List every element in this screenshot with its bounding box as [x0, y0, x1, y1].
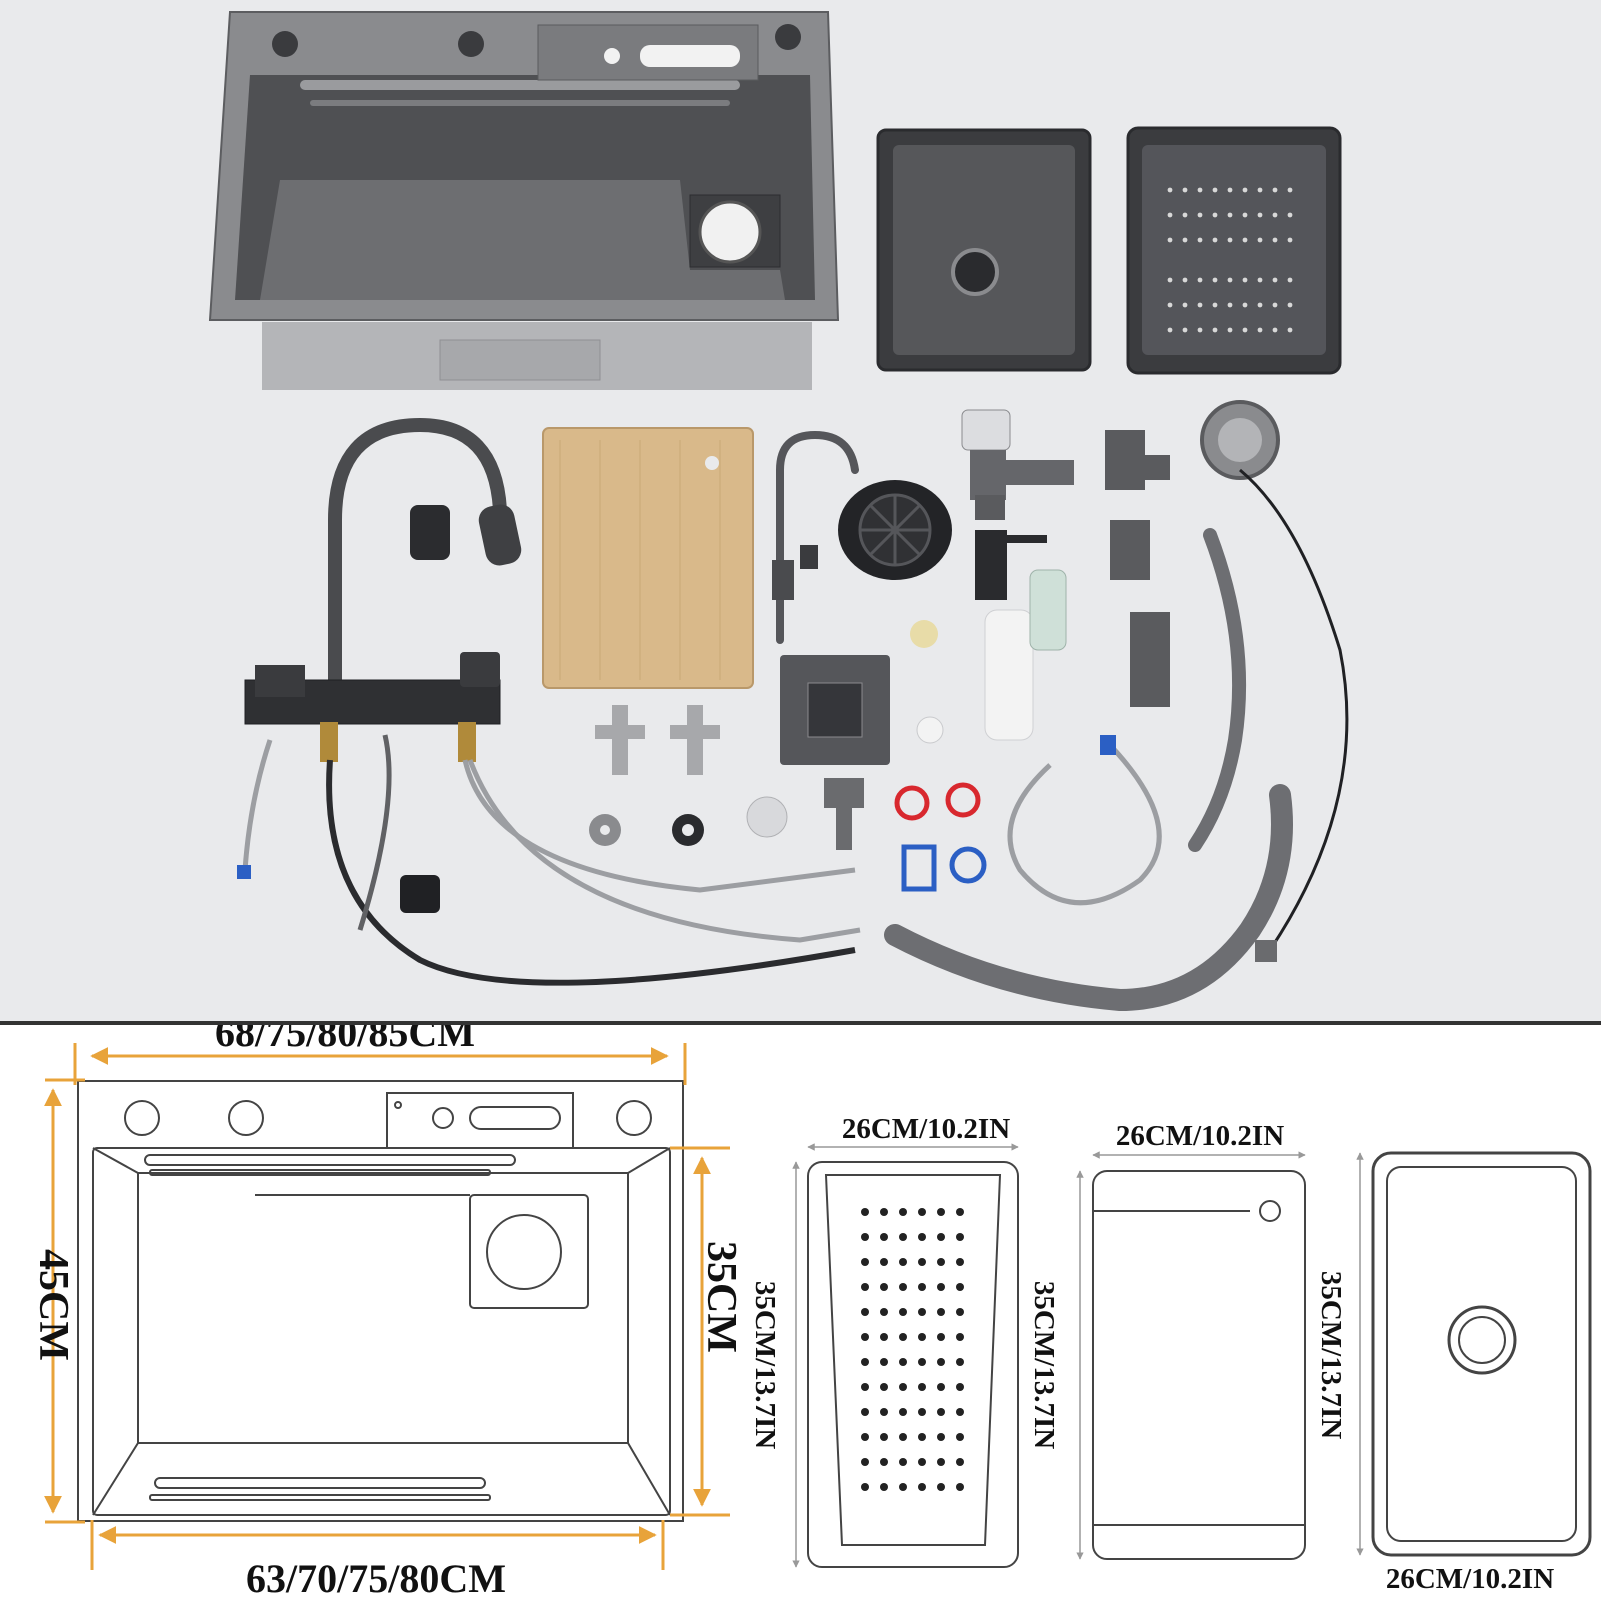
outer-depth-dimension: 45CM	[30, 1078, 85, 1524]
main-sink-photo	[208, 11, 840, 390]
hoses-photo	[884, 528, 1293, 1012]
small-basin-photo	[876, 128, 1092, 372]
drain-basket-width-label: 26CM/10.2IN	[842, 1113, 1010, 1145]
red-o-ring-1	[894, 785, 930, 821]
faucet-hole-1	[272, 31, 298, 57]
drain-basket-photo	[1126, 126, 1342, 375]
drain-basket-height-label: 35CM/13.7IN	[749, 1281, 781, 1449]
cup-rinser-photo	[838, 480, 952, 580]
diagram-knife-holder	[386, 1092, 574, 1149]
blue-o-ring	[949, 846, 987, 884]
soap-dispenser-photo	[975, 530, 1067, 741]
diagram-basin-drain	[1447, 1305, 1517, 1375]
small-basin-diagram: 35CM/13.7IN 26CM/10.2IN	[1315, 1151, 1592, 1595]
cup-rinser-recess	[698, 200, 762, 264]
top-width-label: 68/75/80/85CM	[215, 1025, 475, 1055]
cutting-board-diagram: 26CM/10.2IN 35CM/13.7IN	[1028, 1120, 1306, 1560]
main-sink-rim	[92, 1147, 671, 1516]
bottom-width-dimension: 63/70/75/80CM	[90, 1520, 665, 1601]
blue-rect-gasket	[901, 844, 937, 892]
top-width-dimension: 68/75/80/85CM	[73, 1025, 687, 1085]
small-parts-photo	[589, 620, 987, 892]
main-sink-top-deck	[77, 1080, 684, 1522]
drain-basket-diagram: 26CM/10.2IN 35CM/13.7IN	[749, 1113, 1019, 1568]
board-hang-hole	[705, 456, 719, 470]
flange-icon	[746, 796, 788, 838]
diagram-faucet-hole-2	[228, 1100, 264, 1136]
diagram-faucet-hole-1	[124, 1100, 160, 1136]
waterfall-faucet-photo	[237, 417, 861, 986]
faucet-hole-2	[458, 31, 484, 57]
kit-components-photo	[0, 0, 1601, 1025]
inner-depth-label: 35CM	[698, 1241, 744, 1353]
diagram-board-hole	[1259, 1200, 1281, 1222]
bottom-width-label: 63/70/75/80CM	[246, 1556, 506, 1601]
cutting-board-width-label: 26CM/10.2IN	[1116, 1120, 1284, 1152]
small-basin-width-label: 26CM/10.2IN	[1386, 1563, 1554, 1595]
cutting-board-photo	[542, 427, 754, 689]
drain-fittings-photo	[961, 400, 1349, 962]
faucet-hole-3	[775, 24, 801, 50]
drinking-tap-photo	[772, 430, 859, 644]
dimension-diagram: 68/75/80/85CM 63/70/75/80CM 45CM 35CM	[30, 1025, 1592, 1601]
photo-divider	[0, 1021, 1601, 1025]
basin-drain-icon	[951, 248, 999, 296]
inner-depth-dimension: 35CM	[670, 1146, 744, 1517]
cutting-board-height-label: 35CM/13.7IN	[1028, 1281, 1060, 1449]
main-sink-diagram	[77, 1080, 684, 1522]
red-o-ring-2	[945, 782, 981, 818]
small-basin-height-label: 35CM/13.7IN	[1315, 1271, 1347, 1439]
outer-depth-label: 45CM	[30, 1249, 76, 1361]
diagram-cup-rinser-recess	[469, 1194, 589, 1309]
diagram-faucet-hole-3	[616, 1100, 652, 1136]
